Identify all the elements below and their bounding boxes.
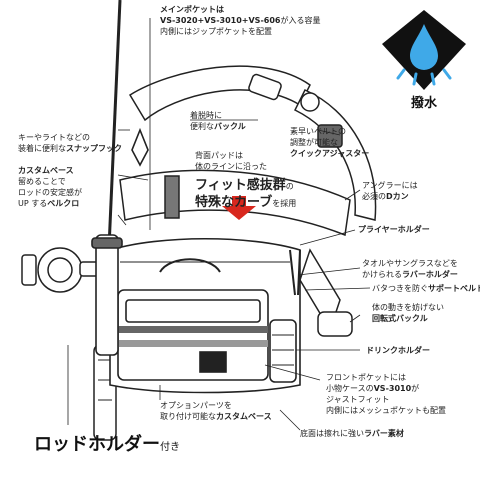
label-d-ring: アングラーには 必須のDカン [362,181,418,201]
red-arrow [222,196,256,220]
label-plier-holder: プライヤーホルダー [358,225,430,234]
label-buckle: 着脱時に 便利なバックル [190,111,246,131]
label-rubber-holder: タオルやサングラスなどを かけられるラバーホルダー [362,259,458,279]
label-option-base: オプションパーツを 取り付け可能なカスタムベース [160,401,272,421]
water-drop-icon [382,10,466,90]
label-drink-holder: ドリンクホルダー [366,346,430,355]
bag-body [91,127,301,394]
water-repellent-badge: 撥水 [380,8,468,120]
label-quick-adjuster: 素早いベルトの 調整が可能な クイックアジャスター [290,127,370,158]
label-fit-feature: フィット感抜群の [195,178,294,193]
label-rotary-buckle: 体の動きを妨げない 回転式バックル [372,303,444,323]
label-custom-base-velcro: カスタムベース 留めることで ロッドの安定感が UP するベルクロ [18,166,82,208]
label-special-curve: 特殊なカーブを採用 [195,195,297,210]
page-title: ロッドホルダー付き [34,434,180,455]
shoulder-strap [128,65,377,221]
support-belt [299,248,353,337]
leader-lines [67,18,371,431]
label-back-pad: 背面パッドは 体のラインに沿った [195,151,267,171]
label-snap-hook: キーやライトなどの 装着に便利なスナップフック [18,133,122,153]
label-bottom-rubber: 底面は擦れに強いラバー素材 [300,429,404,438]
badge-label: 撥水 [410,96,437,111]
label-front-pocket: フロントポケットには 小物ケースのVS-3010が ジャストフィット 内側にはメ… [326,373,446,415]
label-main-pocket: メインポケットは VS-3020+VS-3010+VS-606が入る容量 内側に… [160,5,321,36]
reel-illustration [21,247,107,293]
label-support-belt: バタつきを防ぐサポートベルト [372,284,480,293]
